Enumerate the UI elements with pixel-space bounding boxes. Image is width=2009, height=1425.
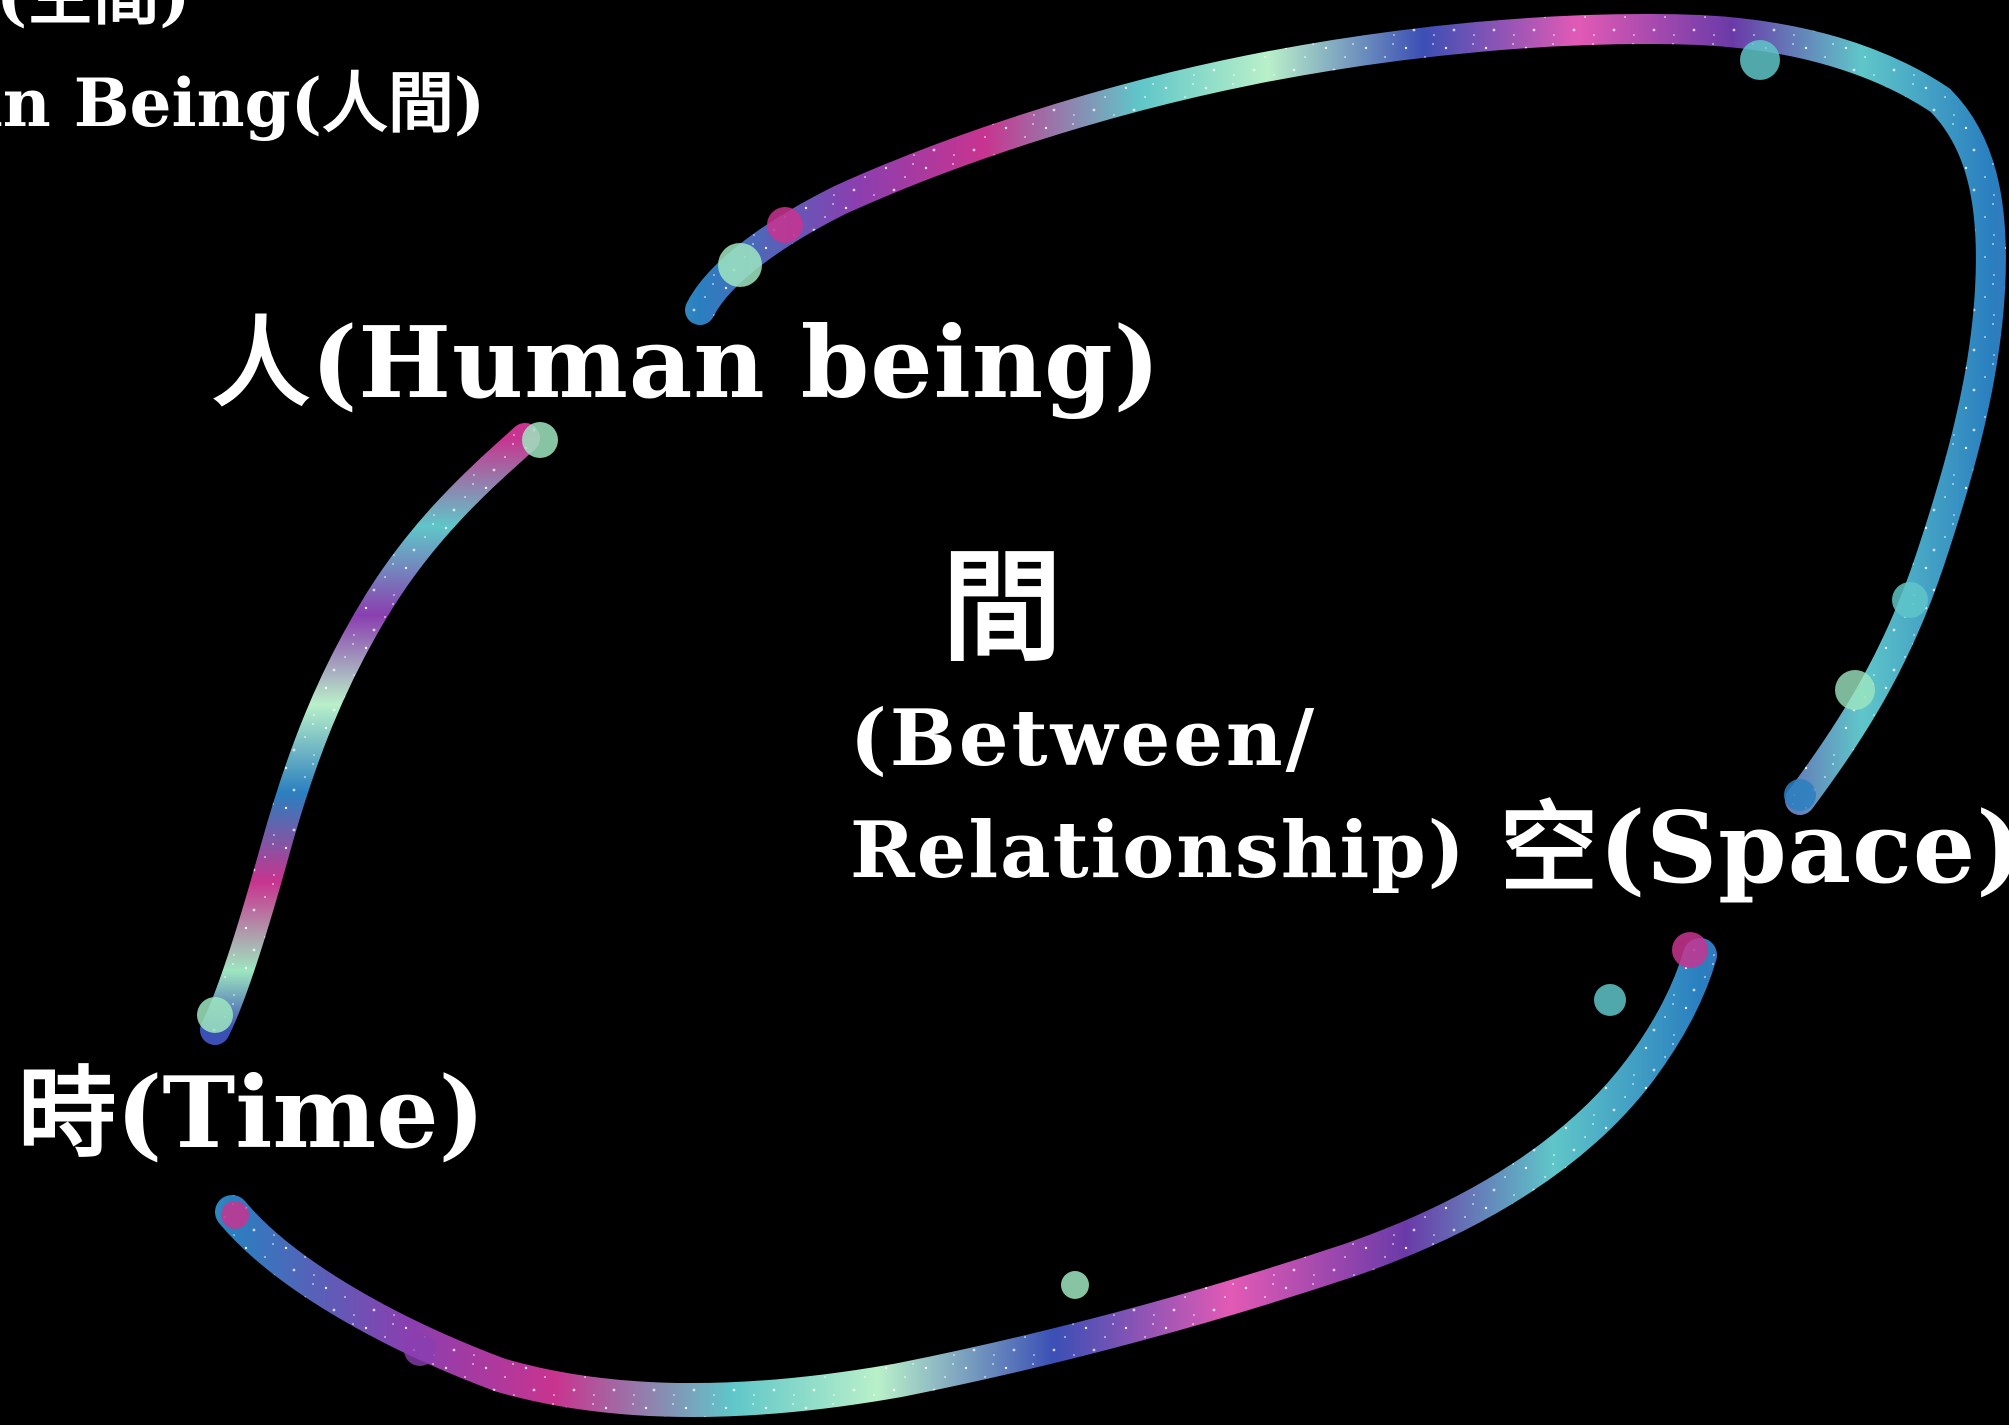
loop-blob	[767, 207, 803, 243]
human-being-label: 人(Human being)	[212, 306, 1162, 421]
loop-blob	[197, 997, 233, 1033]
loop-blob	[1740, 40, 1780, 80]
cut-off-top-text-line-1: (空間)	[0, 0, 190, 28]
loop-blob	[718, 243, 762, 287]
loop-blob	[1061, 1271, 1089, 1299]
loop-blob	[404, 1334, 436, 1366]
between-kanji-label: 間	[942, 537, 1062, 678]
time-label: 時(Time)	[18, 1056, 485, 1171]
loop-blob	[1892, 582, 1928, 618]
loop-blob	[1672, 932, 1708, 968]
between-label-line-2: Relationship)	[850, 805, 1467, 896]
loop-segment-bottom	[215, 938, 1717, 1417]
loop-blob	[522, 422, 558, 458]
space-label: 空(Space)	[1500, 791, 2009, 906]
loop-blob	[1594, 984, 1626, 1016]
loop-blob	[221, 1201, 249, 1229]
cut-off-top-text-line-2: an Being(人間)	[0, 64, 486, 142]
loop-blob	[1784, 779, 1816, 811]
loop-blob	[1835, 670, 1875, 710]
between-label-line-1: (Between/	[850, 693, 1318, 784]
